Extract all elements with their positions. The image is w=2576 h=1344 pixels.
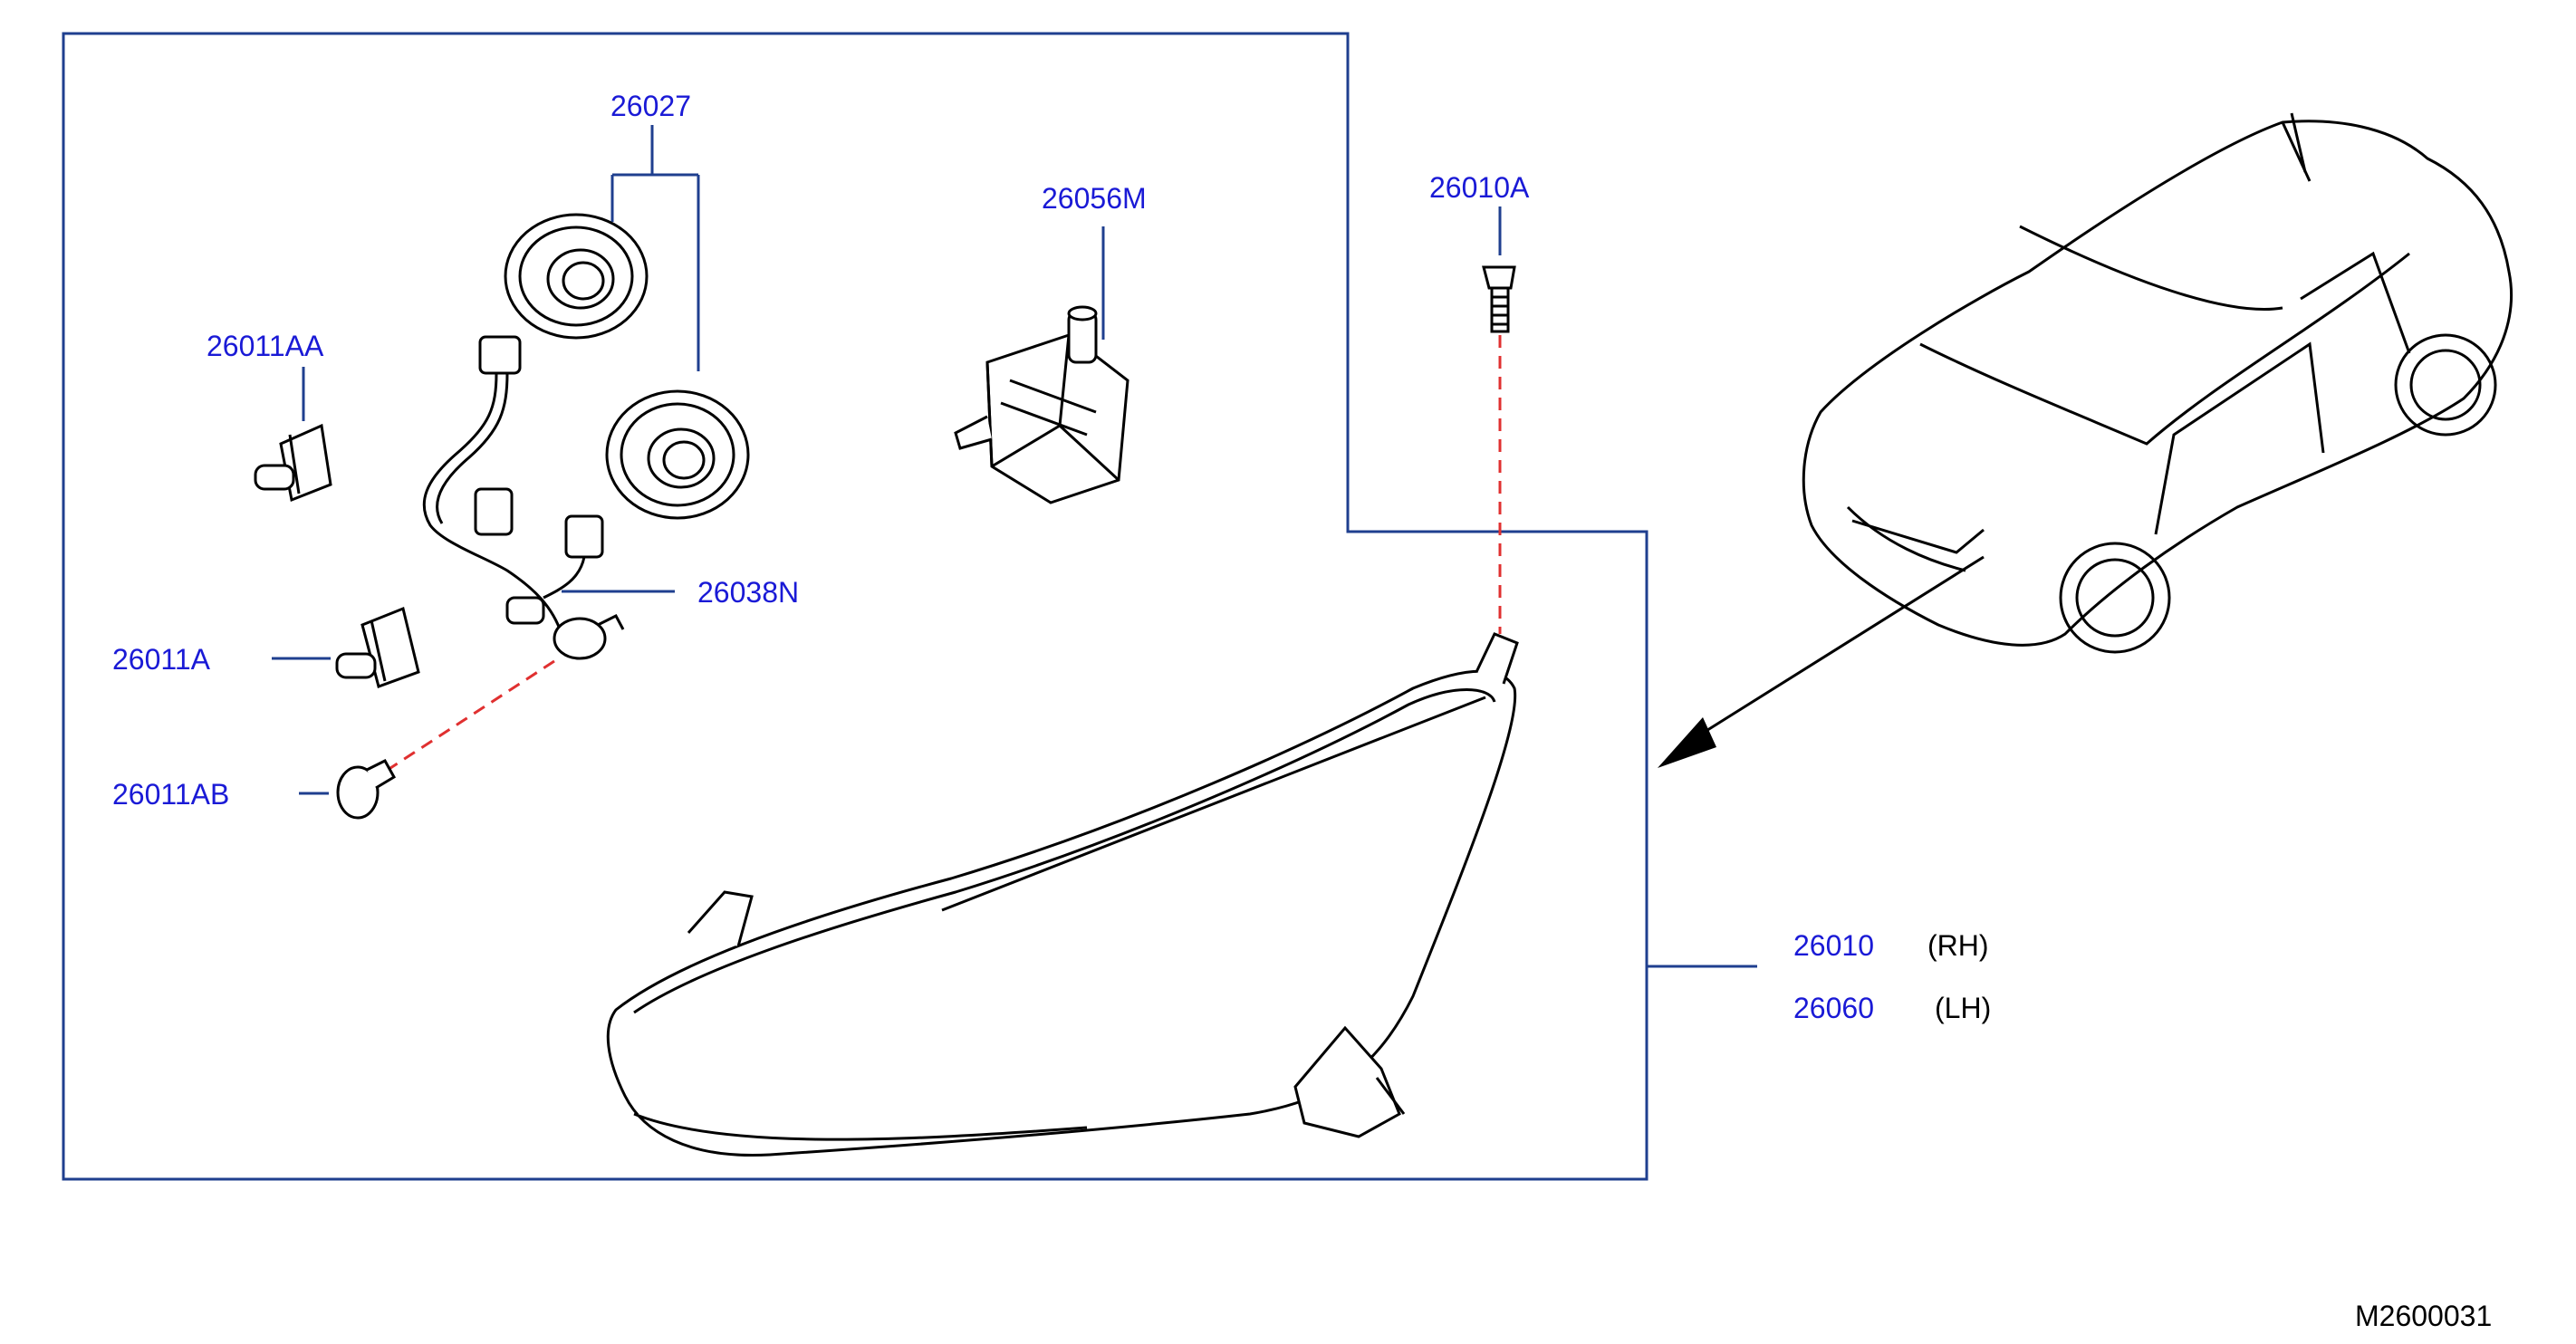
wiring-harness: [422, 335, 625, 660]
reference-code: M2600031: [2355, 1300, 2493, 1332]
dashed-leader-bulb: [387, 659, 555, 772]
label-26010: 26010: [1793, 929, 1874, 962]
seal-cap-upper: [504, 213, 649, 340]
label-26027: 26027: [610, 90, 691, 122]
screw: [1482, 265, 1516, 333]
bulb-26011AB: [336, 759, 397, 820]
label-26011AB: 26011AB: [112, 778, 230, 811]
label-26060: 26060: [1793, 992, 1874, 1024]
label-26038N: 26038N: [697, 576, 800, 609]
leader-26027: [610, 125, 700, 371]
assembly-frame: [62, 32, 1648, 1181]
car-illustration: [1802, 112, 2514, 654]
bulb-26011AA: [254, 423, 332, 503]
label-26056M: 26056M: [1042, 182, 1147, 215]
headlamp-assembly: [606, 632, 1519, 1157]
leveling-motor: [954, 305, 1129, 504]
label-26011A: 26011A: [112, 643, 210, 676]
label-rh: (RH): [1927, 929, 1989, 962]
label-26011AA: 26011AA: [207, 330, 324, 362]
seal-cap-lower: [605, 389, 750, 520]
label-lh: (LH): [1935, 992, 1992, 1024]
bulb-26011A: [335, 606, 420, 688]
pointer-arrow: [1658, 555, 1985, 768]
label-26010A: 26010A: [1429, 171, 1530, 204]
